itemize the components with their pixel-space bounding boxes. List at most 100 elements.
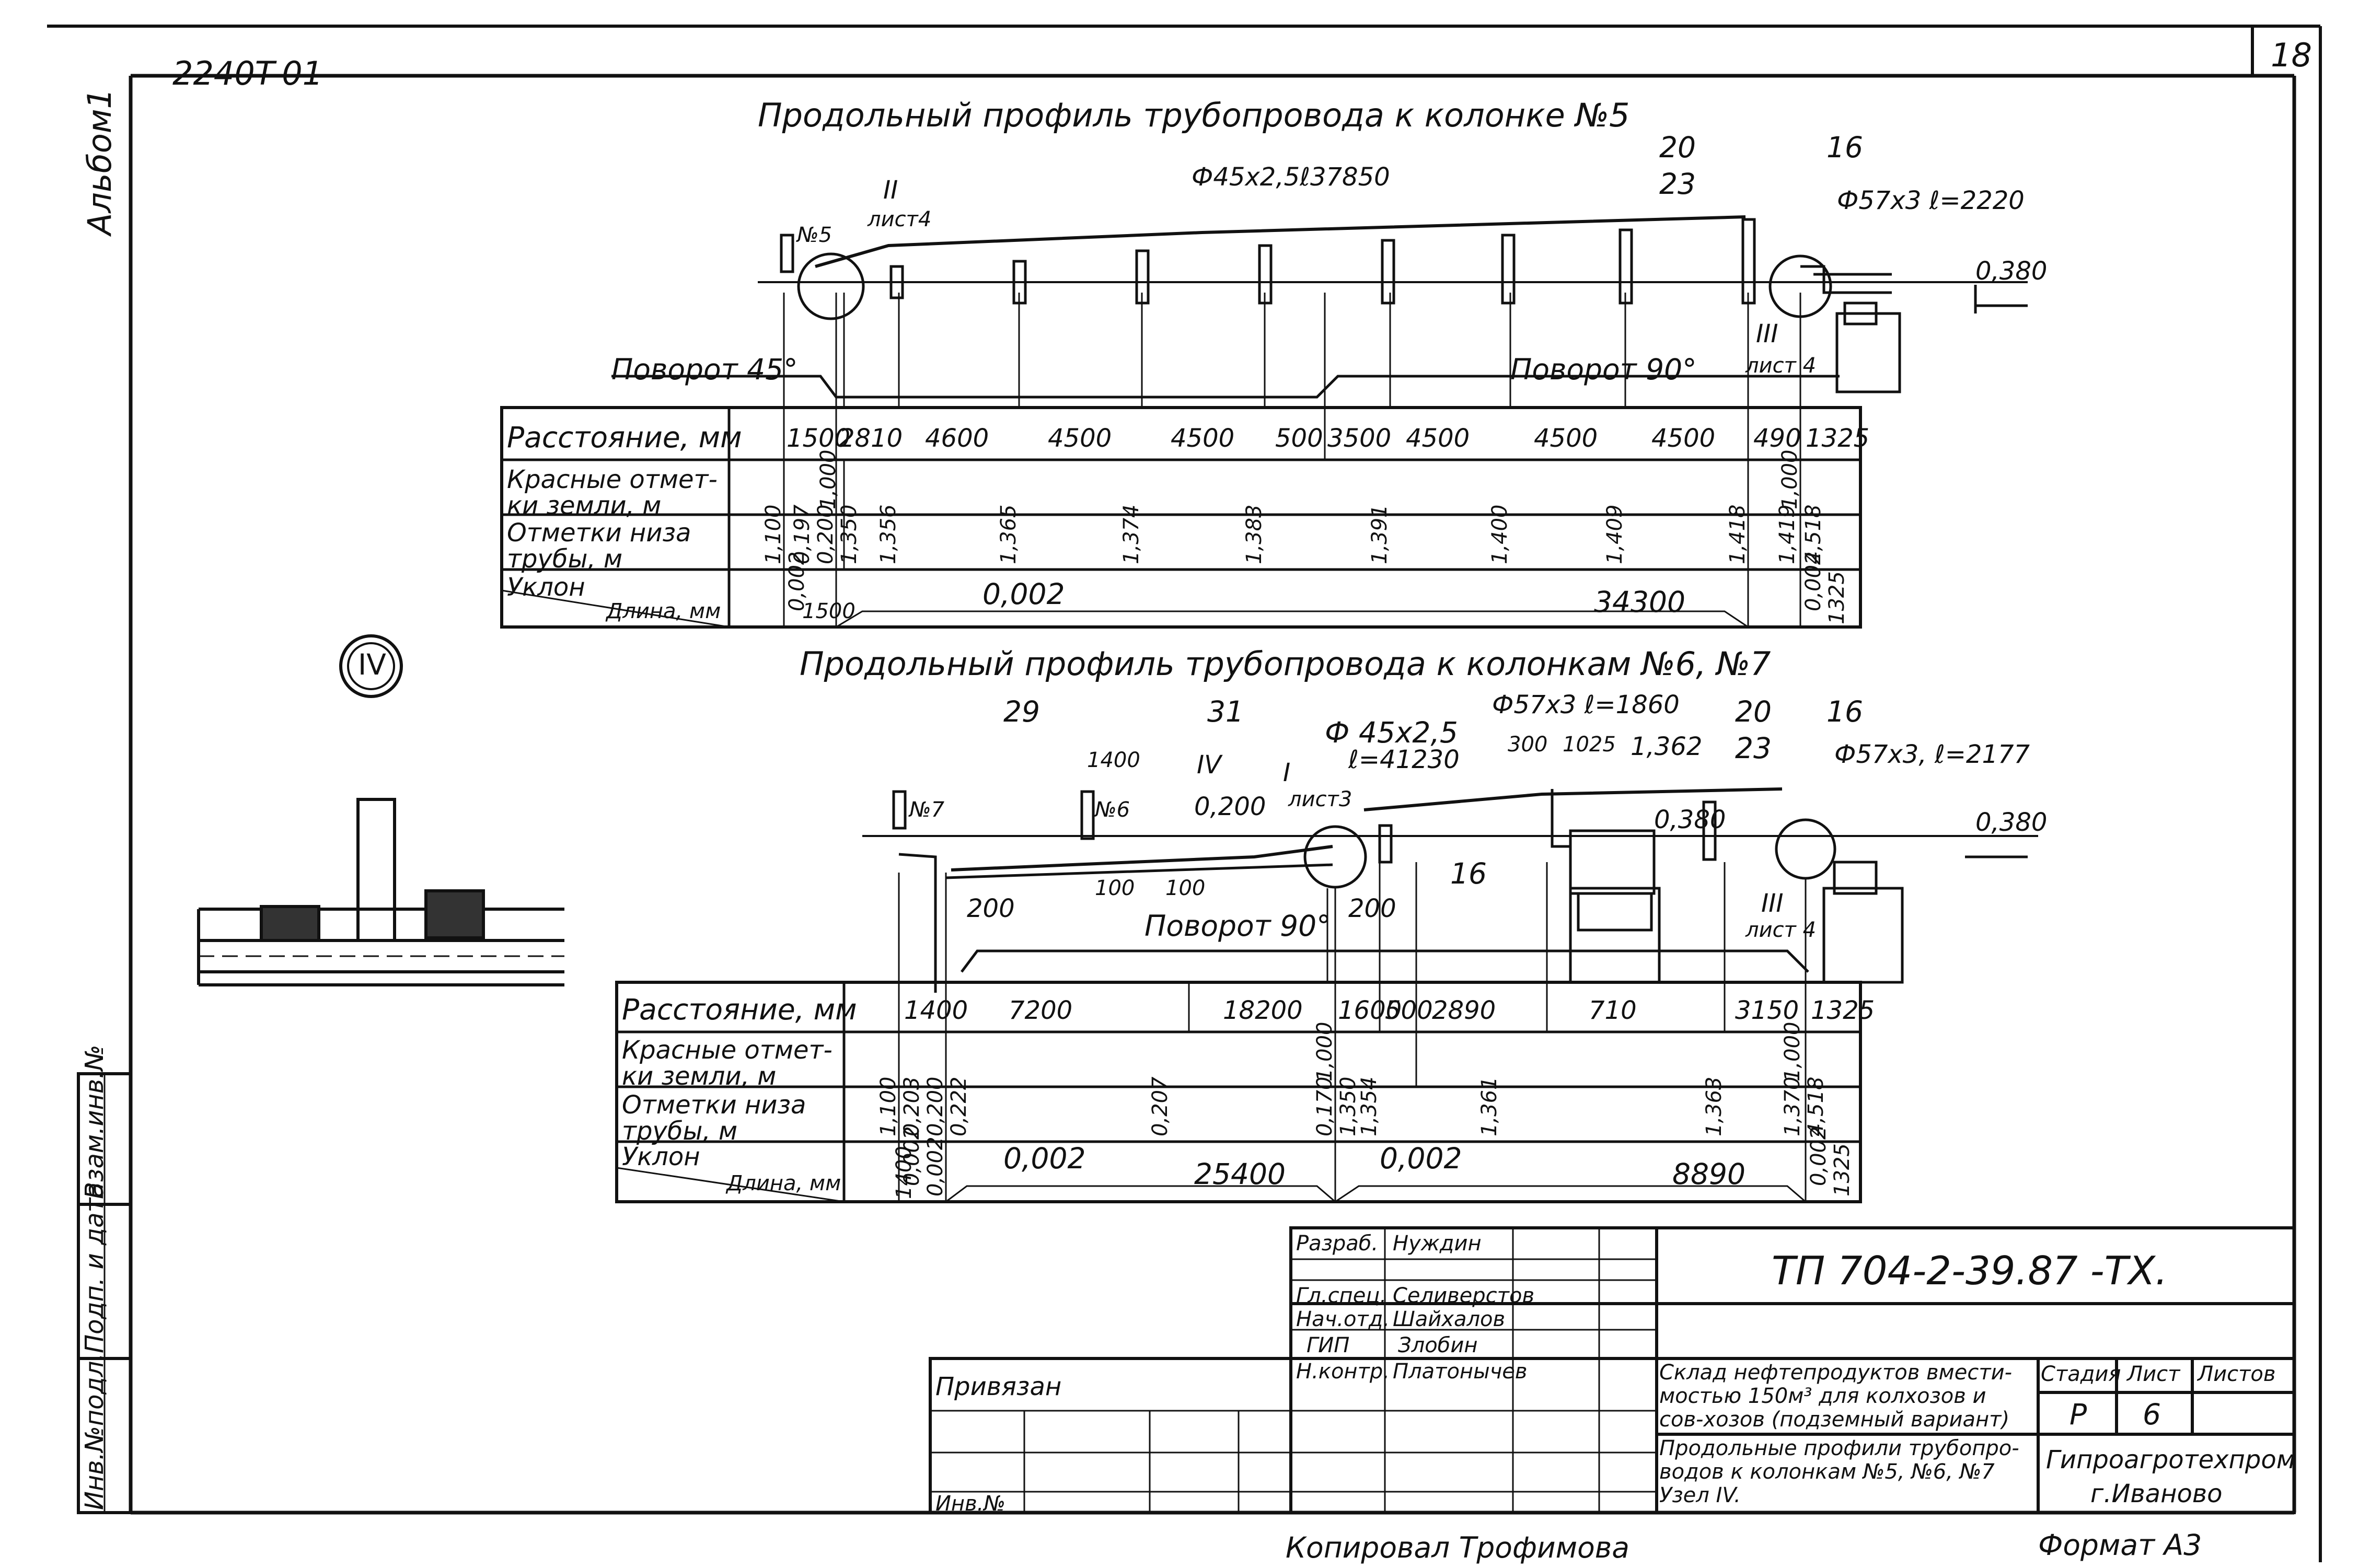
t2-ground-mark: 1,000 <box>1313 1021 1337 1082</box>
profile2-node-IV: IV <box>1197 750 1221 780</box>
footer-copied: Копировал Трофимова <box>1286 1531 1629 1564</box>
t2-pipe-mark: 1,361 <box>1477 1076 1501 1136</box>
tb-name: Платонычев <box>1393 1360 1528 1384</box>
t2-pipe-mark: 1,100 <box>876 1076 900 1136</box>
album-label: Альбом1 <box>80 88 119 235</box>
t1-dist: 1325 <box>1806 424 1870 453</box>
t1-pipe-mark: 1,365 <box>997 504 1021 564</box>
t2-dist: 710 <box>1589 996 1637 1025</box>
t2-slope: 0,002 <box>1380 1142 1462 1175</box>
t1-label-distance: Расстояние, мм <box>507 421 742 454</box>
tb-name: Нуждин <box>1393 1232 1482 1256</box>
side-stamp-sign: Подп. и дата <box>80 1182 109 1353</box>
profile2-pipe-label-3: Ф57х3, ℓ=2177 <box>1834 740 2030 769</box>
t1-dist: 500 <box>1275 424 1323 453</box>
t1-pipe-mark: 1,350 <box>837 504 861 564</box>
profile2-callout-16b: 16 <box>1450 857 1487 890</box>
profile2-pipe-label-2: Ф57х3 ℓ=1860 <box>1492 690 1680 719</box>
tb-city: г.Иваново <box>2090 1479 2223 1508</box>
profile2-dim-1025: 1025 <box>1563 733 1616 757</box>
profile1-node-III-sheet: лист 4 <box>1745 354 1817 378</box>
profile2-dim-100a: 100 <box>1095 876 1135 900</box>
profile2-callout-20: 20 <box>1735 695 1772 728</box>
profile2-col-6: №6 <box>1095 798 1130 822</box>
profile1-mark-0380: 0,380 <box>1975 257 2048 286</box>
t2-dist: 500 <box>1385 996 1433 1025</box>
tb-inv-no: Инв.№ <box>935 1492 1005 1516</box>
t2-pipe-mark: 0,207 <box>1148 1076 1172 1136</box>
tb-bound: Привязан <box>935 1372 1062 1401</box>
t1-label-pipe: Отметки низа трубы, м <box>507 518 691 574</box>
t2-dist: 3150 <box>1735 996 1799 1025</box>
t2-label-length: Длина, мм <box>726 1171 841 1195</box>
t1-slope: 0,002 <box>982 577 1065 611</box>
t1-dist: 4500 <box>1406 424 1470 453</box>
profile1-turn-right: Поворот 90° <box>1510 353 1697 386</box>
t2-length: 1400 <box>892 1146 916 1199</box>
profile2-pipe-label-1b: ℓ=41230 <box>1348 745 1460 774</box>
t1-pipe-mark: 1,100 <box>761 504 785 564</box>
t1-pipe-mark: 1,391 <box>1368 504 1392 564</box>
side-stamp-replace: Взам.инв.№ <box>80 1044 109 1199</box>
t1-pipe-mark: 1,409 <box>1603 504 1627 564</box>
t2-slope: 0,002 <box>1003 1142 1086 1175</box>
t1-slope: 0,002 <box>1801 551 1825 611</box>
profile2-node-III: III <box>1761 889 1784 918</box>
tb-sheet-label: Лист <box>2127 1362 2180 1386</box>
t1-dist: 4500 <box>1534 424 1598 453</box>
tb-role: Гл.спец. <box>1296 1284 1387 1308</box>
profile2-title: Продольный профиль трубопровода к колонк… <box>800 645 1771 683</box>
profile2-callout-31: 31 <box>1207 695 1244 728</box>
profile2-mark-1362: 1,362 <box>1631 732 1703 761</box>
profile1-pipe-end-label: Ф57х3 ℓ=2220 <box>1837 186 2025 215</box>
profile2-callout-23: 23 <box>1735 731 1772 765</box>
profile1-callout-16: 16 <box>1826 131 1863 164</box>
t1-ground-mark: 1,000 <box>1778 449 1802 509</box>
t1-pipe-mark: 1,418 <box>1726 504 1750 564</box>
sheet-number: 18 <box>2271 36 2312 74</box>
profile2-node-I-sheet: лист3 <box>1288 787 1352 811</box>
t2-pipe-mark: 1,370 <box>1781 1076 1805 1136</box>
profile2-callout-16: 16 <box>1826 695 1863 728</box>
profile1-turn-left: Поворот 45° <box>611 353 798 386</box>
profile2-dim-200b: 200 <box>1348 894 1396 923</box>
t1-label-slope: Уклон <box>507 573 585 602</box>
t1-dist: 1500 <box>787 424 851 453</box>
profile1-node-II: II <box>883 176 898 205</box>
tb-stage-label: Стадия <box>2041 1362 2121 1386</box>
t1-label-length: Длина, мм <box>606 599 721 623</box>
t2-slope: 0,002 <box>1807 1126 1831 1186</box>
profile2-pipe-label-1: Ф 45х2,5 <box>1325 716 1458 749</box>
t2-label-slope: Уклон <box>622 1142 700 1171</box>
t1-pipe-mark: 1,356 <box>876 504 900 564</box>
t2-label-ground: Красные отмет-ки земли, м <box>622 1036 833 1091</box>
t2-dist: 1325 <box>1811 996 1875 1025</box>
side-stamp-inv: Инв.№подл. <box>80 1353 109 1510</box>
detail-node-mark: IV <box>358 648 386 681</box>
t1-pipe-mark: 1,383 <box>1242 504 1266 564</box>
tb-sheets-label: Листов <box>2198 1362 2276 1386</box>
profile1-node-III: III <box>1756 319 1778 349</box>
drawing-code: 2240T-01 <box>172 54 323 92</box>
t1-pipe-mark: 0,200 <box>814 504 838 564</box>
tb-role: ГИП <box>1307 1333 1350 1357</box>
profile2-mark-0380a: 0,380 <box>1654 805 1726 834</box>
profile2-callout-29: 29 <box>1003 695 1040 728</box>
t1-dist: 3500 <box>1327 424 1392 453</box>
tb-org: Гипроагротехпром <box>2046 1445 2295 1474</box>
t1-dist: 4500 <box>1048 424 1112 453</box>
t2-dist: 1400 <box>904 996 968 1025</box>
profile2-turn: Поворот 90° <box>1144 909 1331 943</box>
t1-dist: 490 <box>1753 424 1801 453</box>
t2-pipe-mark: 0,222 <box>947 1076 971 1136</box>
t2-dist: 1600 <box>1338 996 1402 1025</box>
tb-name: Шайхалов <box>1393 1307 1506 1331</box>
t2-dist: 7200 <box>1009 996 1073 1025</box>
t1-ground-mark: 1,000 <box>816 449 840 509</box>
profile1-pipe-label: Ф45х2,5ℓ37850 <box>1192 162 1390 192</box>
t2-dist: 2890 <box>1432 996 1496 1025</box>
t2-length: 25400 <box>1194 1157 1286 1191</box>
t1-length: 1500 <box>802 599 855 623</box>
tb-name: Селиверстов <box>1393 1284 1535 1308</box>
